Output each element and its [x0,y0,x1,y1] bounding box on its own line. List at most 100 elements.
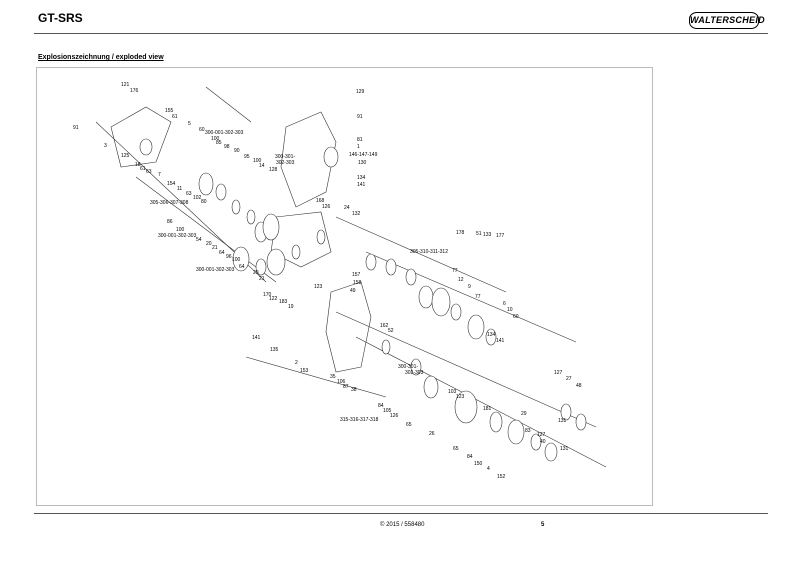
part-label: 21 [259,276,265,282]
part-label: 60 [513,314,519,320]
part-label: 155 [165,108,174,114]
part-label: 91 [357,114,363,120]
center-plate-part [270,211,332,268]
part-label: 61 [140,166,146,172]
part-label: 48 [576,383,582,389]
part-label: 170 [263,292,272,298]
section-title: Explosionszeichnung / exploded view [38,54,164,61]
part-label: 130 [358,160,367,166]
part-label: 146-147-149 [349,152,378,158]
part-label: 129 [356,89,365,95]
part-label: 1 [357,144,360,150]
part-label: 24 [344,205,350,211]
part-label: 141 [357,182,366,188]
part-label: 153 [300,368,309,374]
part-label: 123 [456,394,465,400]
part-label: 65 [453,446,459,452]
part-label: 85 [216,140,222,146]
part-label: 123 [314,284,323,290]
part-label: 176 [130,88,139,94]
part-label: 3 [104,143,107,149]
part-label: 126 [322,204,331,210]
page-number: 5 [541,522,545,528]
part-label: 90 [234,148,240,154]
part-label: 125 [121,153,130,159]
left-cover-part [110,106,172,168]
part-label: 300-001-302-303 [158,233,197,239]
part-label: 162 [380,323,389,329]
part-label: 103 [448,389,457,395]
part-label: 178 [456,230,465,236]
part-label: 60 [199,127,205,133]
part-label: 154 [167,181,176,187]
part-label: 20 [206,241,212,247]
part-label: 11 [177,186,182,192]
part-label: 122 [269,296,278,302]
part-label: 141 [496,338,505,344]
part-label: 10 [507,307,513,313]
part-label: 52 [388,328,394,334]
part-label: 127 [554,370,563,376]
part-label: 177 [496,233,505,239]
part-label: 300-301- [275,154,295,160]
part-label: 38 [351,387,357,393]
part-label: 127 [537,432,546,438]
part-label: 181 [483,406,492,412]
part-label: 131 [558,418,567,424]
part-label: 135 [270,347,279,353]
part-label: 87 [343,384,349,390]
part-label: 9 [468,284,471,290]
part-label: 29 [521,411,527,417]
part-label: 315-316-317-318 [340,417,379,423]
part-label: 300-301- [398,364,418,370]
part-label: 100 [253,158,262,164]
part-label: 5 [188,121,191,127]
part-label: 134 [487,332,496,338]
part-label: 141 [252,335,261,341]
part-label: 64 [219,250,225,256]
part-label: 102 [193,195,202,201]
part-label: 12 [458,277,464,283]
part-label: 65 [406,422,412,428]
part-label: 106 [337,379,346,385]
part-label: 63 [146,169,152,175]
part-label: 35 [330,374,336,380]
drawing-frame [36,67,653,506]
part-label: 2 [295,360,298,366]
part-label: 134 [357,175,366,181]
part-label: 18 [135,162,141,168]
part-label: 83 [525,428,531,434]
part-label: 158 [353,280,362,286]
part-label: 26 [429,431,435,437]
copyright-notice: © 2015 / 558480 [380,522,425,528]
part-label: 64 [239,264,245,270]
part-label: 84 [378,403,384,409]
part-label: 300-001-302-303 [205,130,244,136]
part-label: 6 [503,301,506,307]
part-label: 54 [196,237,202,243]
part-label: 51 [476,231,482,237]
part-label: 150 [474,461,483,467]
part-label: 121 [121,82,130,88]
part-label: 63 [186,191,192,197]
part-label: 183 [279,299,288,305]
part-label: 77 [452,268,458,274]
part-label: 98 [224,144,230,150]
part-label: 96 [226,254,232,260]
part-label: 128 [269,167,278,173]
part-label: 132 [352,211,361,217]
part-label: 302-303 [276,160,295,166]
part-label: 49 [350,288,356,294]
part-label: 300-001-302-303 [196,267,235,273]
part-label: 100 [232,257,241,263]
part-label: 305-310-311-312 [410,249,448,255]
part-label: 91 [73,125,79,131]
part-label: 14 [259,163,265,169]
part-label: 152 [497,474,506,480]
brand-logo: WALTERSCHEID [689,12,765,29]
part-label: 157 [352,272,361,278]
part-label: 105 [383,408,392,414]
part-label: 302-303 [405,370,424,376]
part-label: 21 [212,245,218,251]
